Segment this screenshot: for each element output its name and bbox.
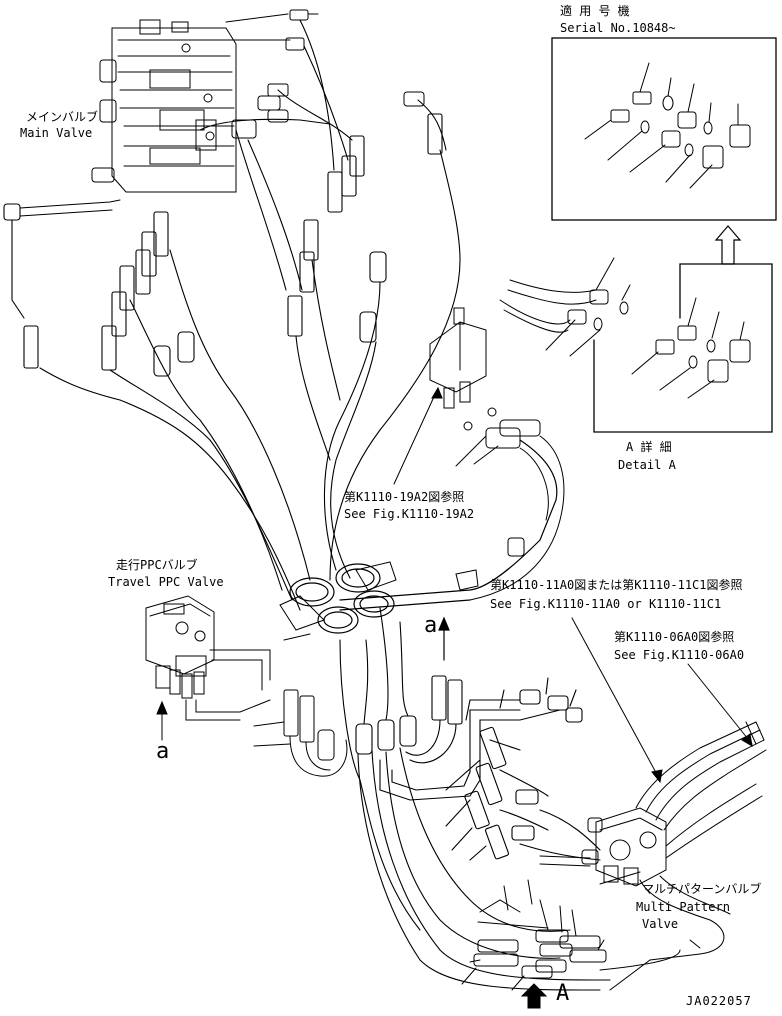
multi-pattern-label-en-1: Multi Pattern [636, 900, 730, 914]
travel-ppc-label-jp: 走行PPCバルブ [116, 558, 198, 572]
fig-11a0-ref-en: See Fig.K1110-11A0 or K1110-11C1 [490, 597, 722, 611]
drawing-number: JA022057 [686, 994, 752, 1008]
fig-19a2-ref-en: See Fig.K1110-19A2 [344, 507, 475, 521]
detail-a-label-jp: A 詳 細 [626, 440, 672, 454]
bottom-fittings [461, 879, 607, 1009]
travel-ppc-valve [145, 595, 348, 777]
multi-pattern-label-jp: マルチパターンバルブ [642, 882, 762, 896]
multi-pattern-valve [539, 617, 767, 991]
main-valve-fittings [225, 9, 425, 107]
applicable-serial-en: Serial No.10848~ [560, 21, 676, 35]
detail-a-label-en: Detail A [618, 458, 676, 472]
small-valve [393, 257, 631, 601]
view-A-label: A [556, 981, 570, 1006]
applicable-serial-jp: 適 用 号 機 [560, 4, 630, 18]
hose-bundle-lower [339, 607, 611, 991]
view-a-arrow-upper [438, 616, 450, 661]
hose-bundle-upper [3, 19, 461, 611]
travel-ppc-label-en: Travel PPC Valve [108, 575, 224, 589]
detail-a-box [593, 263, 773, 433]
main-valve-label-en: Main Valve [20, 126, 93, 140]
multi-pattern-label-en-2: Valve [642, 917, 679, 931]
view-a-lower-label: a [156, 739, 170, 764]
serial-detail-box [551, 37, 777, 221]
detail-arrow-up [714, 225, 742, 265]
fig-19a2-ref-jp: 第K1110-19A2図参照 [344, 490, 465, 504]
main-valve-label-jp: メインバルブ [26, 110, 99, 124]
fig-06a0-ref-jp: 第K1110-06A0図参照 [614, 630, 735, 644]
main-valve [91, 19, 289, 193]
hose-clamps [279, 439, 558, 634]
view-a-upper-label: a [424, 613, 438, 638]
fig-06a0-ref-en: See Fig.K1110-06A0 [614, 648, 745, 662]
fig-11a0-ref-jp: 第K1110-11A0図または第K1110-11C1図参照 [490, 578, 743, 592]
